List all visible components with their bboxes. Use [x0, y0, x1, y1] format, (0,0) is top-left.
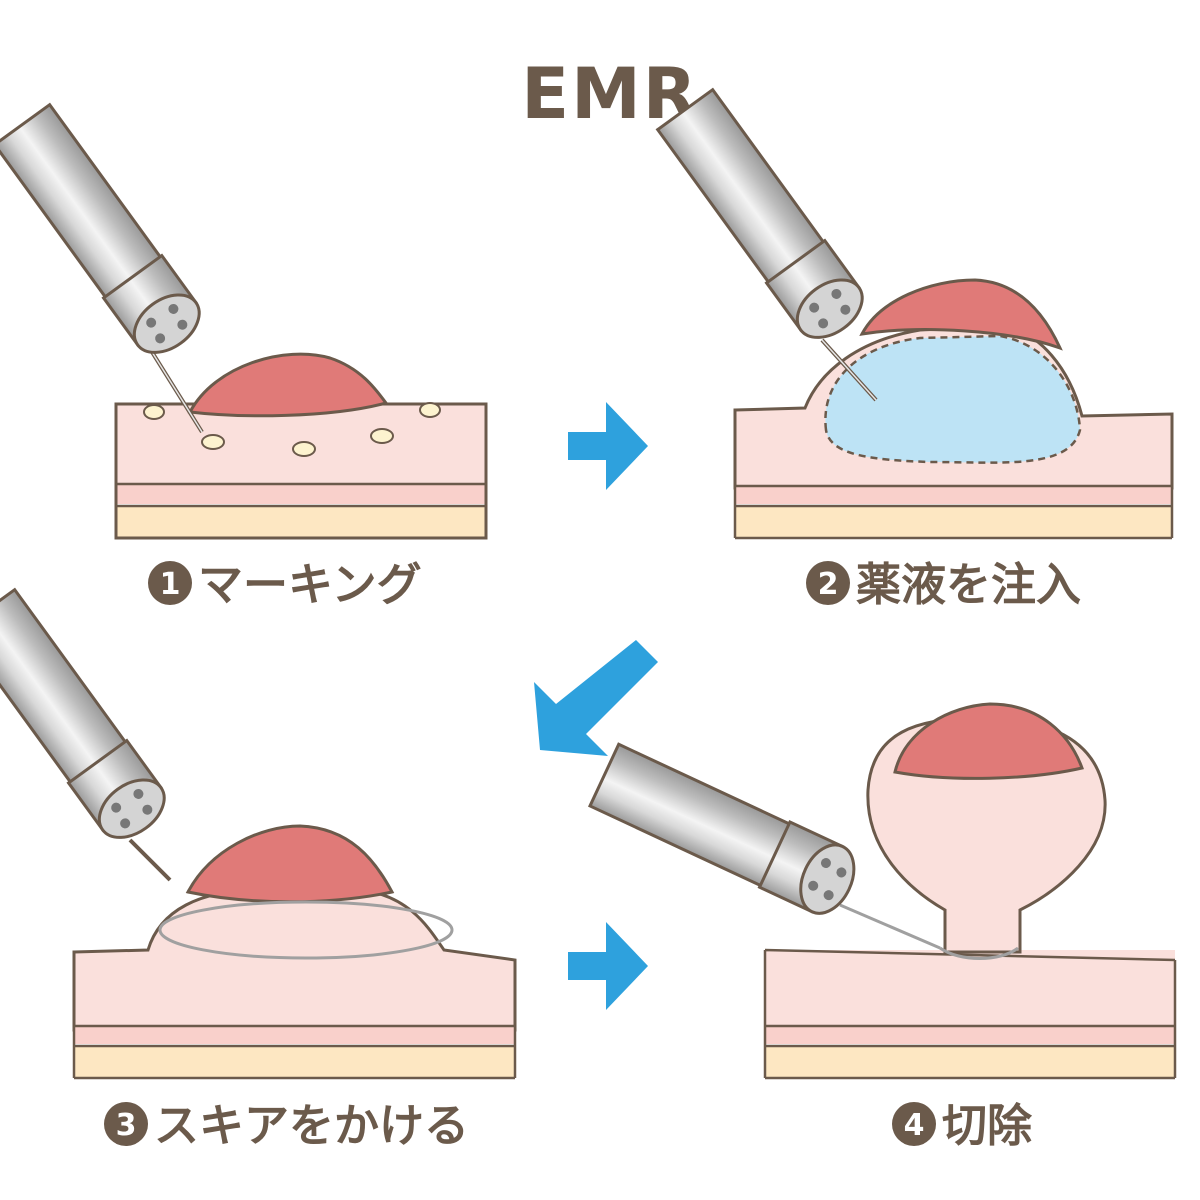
submucosa-layer: [735, 506, 1172, 538]
marking-dots: [143, 402, 441, 457]
step-number: 2: [818, 567, 839, 602]
lesion: [187, 352, 389, 418]
arrow-right-icon: [568, 922, 648, 1010]
step-number: 3: [116, 1108, 137, 1143]
step-number-badge: [148, 561, 192, 605]
endoscope-icon: [0, 101, 212, 366]
endoscope-icon: [0, 586, 177, 851]
muscularis-layer: [74, 1026, 515, 1044]
arrow-down-left-icon: [534, 640, 658, 756]
endoscope-icon: [654, 86, 875, 351]
mucosa-layer: [72, 888, 517, 1032]
panel-marking: 1 マーキング: [0, 101, 488, 611]
panel-injection: 2 薬液を注入: [654, 86, 1174, 611]
submucosa-layer: [765, 1046, 1175, 1078]
muscularis-layer: [735, 486, 1172, 504]
lesion: [859, 278, 1063, 351]
submucosa-layer: [74, 1046, 515, 1078]
step-label: 薬液を注入: [856, 558, 1081, 611]
step-label: スキアをかける: [154, 1099, 469, 1152]
endoscope-icon: [587, 740, 866, 924]
muscularis-layer: [765, 1026, 1175, 1044]
step-number-badge: [104, 1102, 148, 1146]
lesion: [185, 824, 395, 904]
step-label: マーキング: [198, 558, 422, 611]
submucosa-layer: [116, 506, 486, 538]
step-number-badge: [892, 1102, 936, 1146]
panel-resection: 4 切除: [587, 702, 1177, 1152]
snare-icon: [158, 900, 454, 960]
step-number: 1: [160, 567, 181, 602]
lesion: [893, 702, 1084, 780]
muscularis-layer: [116, 484, 486, 504]
arrow-right-icon: [568, 402, 648, 490]
panel-snare: 3 スキアをかける: [0, 586, 517, 1152]
injection-fluid: [824, 334, 1082, 464]
snare-icon: [939, 946, 1019, 960]
step-number-badge: [806, 561, 850, 605]
mucosa-layer: [765, 950, 1175, 1028]
step-number: 4: [904, 1108, 925, 1143]
step-label: 切除: [942, 1099, 1033, 1152]
